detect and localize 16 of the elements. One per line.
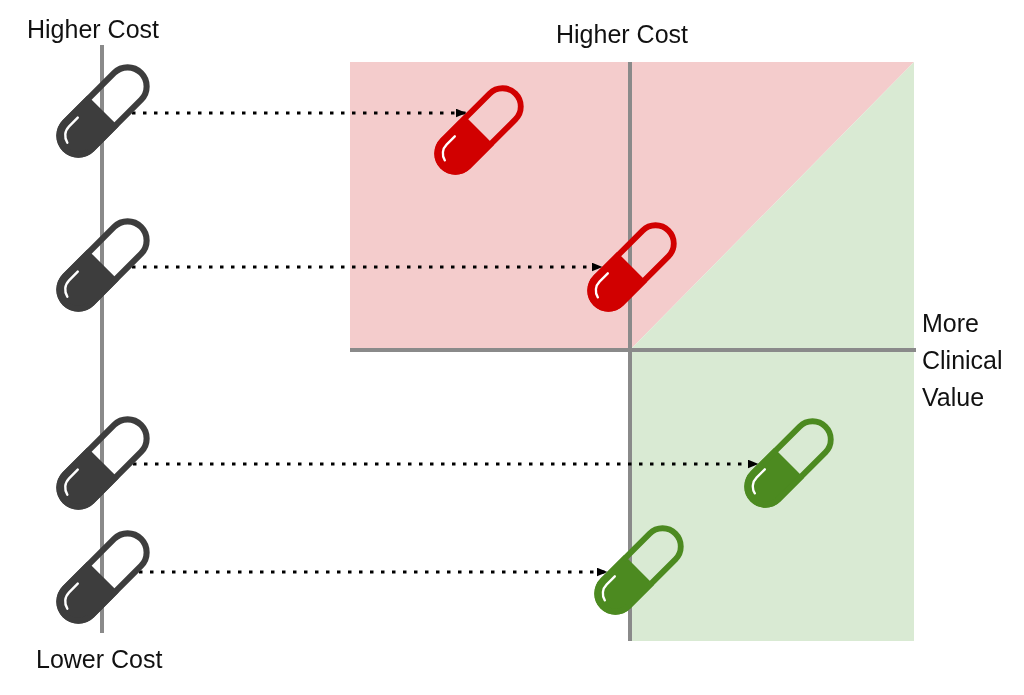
axis-label: More Clinical Value: [922, 308, 1003, 413]
axis-label: Lower Cost: [36, 644, 163, 675]
capsule-icon: [56, 64, 150, 158]
capsule-icon: [56, 530, 150, 624]
capsule-icon: [744, 418, 834, 508]
dotted-arrow: [133, 459, 759, 469]
axis-label: Higher Cost: [556, 19, 688, 50]
capsule-icon: [56, 218, 150, 312]
axis-label: Higher Cost: [27, 14, 159, 45]
capsule-icon: [587, 222, 677, 312]
dotted-arrow: [132, 108, 467, 118]
dotted-arrow: [139, 567, 608, 577]
dotted-arrow: [132, 262, 603, 272]
capsule-icon: [434, 85, 524, 175]
capsule-icon: [594, 525, 684, 615]
capsule-icon: [56, 416, 150, 510]
